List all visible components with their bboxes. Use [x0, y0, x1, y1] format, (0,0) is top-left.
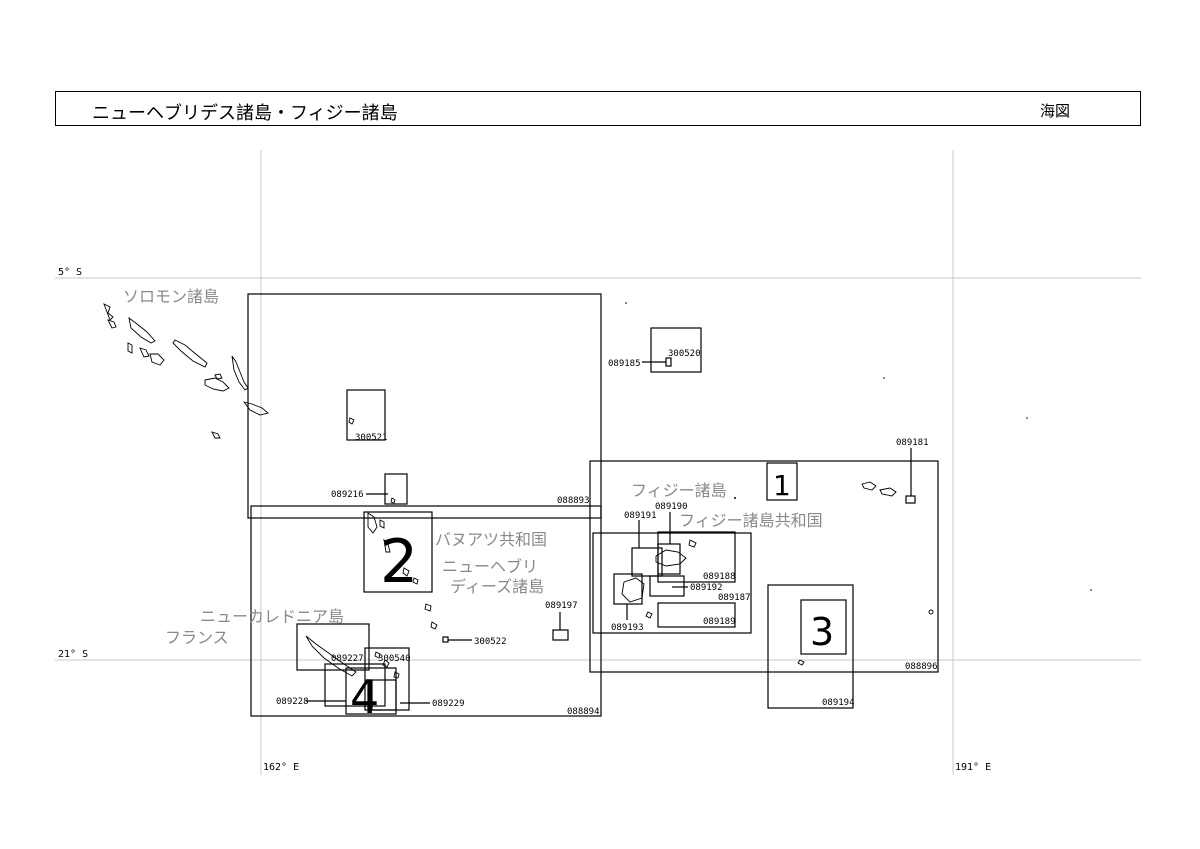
code-300540: 300540: [378, 654, 411, 664]
small-islets: [625, 302, 1092, 591]
code-089189: 089189: [703, 617, 736, 627]
code-089191: 089191: [624, 511, 657, 521]
chart-box-089191[interactable]: [631, 547, 663, 577]
code-089188: 089188: [703, 572, 736, 582]
code-088894: 088894: [567, 707, 600, 717]
label-france: フランス: [165, 628, 229, 647]
chart-box-089216[interactable]: [384, 473, 408, 505]
code-089194: 089194: [822, 698, 855, 708]
area-number-3: 3: [810, 610, 834, 654]
chart-box-088893[interactable]: [247, 293, 602, 519]
area-box-3[interactable]: [800, 599, 847, 655]
lon-label-west: 162° E: [263, 762, 299, 773]
lon-label-east: 191° E: [955, 762, 991, 773]
title-bar: ニューヘブリデス諸島・フィジー諸島 海図: [55, 91, 1141, 126]
code-089193: 089193: [611, 623, 644, 633]
code-300521: 300521: [355, 433, 388, 443]
code-089190: 089190: [655, 502, 688, 512]
code-088893: 088893: [557, 496, 590, 506]
solomon-islands-coastline: [103, 303, 269, 439]
chart-box-089181[interactable]: [905, 495, 916, 504]
vanuatu-coastline: [348, 417, 438, 630]
label-new-hebrides-2: ディーズ諸島: [450, 577, 544, 596]
chart-box-089185[interactable]: [665, 357, 672, 367]
chart-box-089190[interactable]: [657, 543, 681, 575]
code-088896: 088896: [905, 662, 938, 672]
chart-box-088894[interactable]: [250, 505, 602, 717]
chart-box-area4-inner[interactable]: [371, 679, 397, 711]
label-fiji-republic: フィジー諸島共和国: [679, 511, 823, 530]
code-300522: 300522: [474, 637, 507, 647]
area-number-1: 1: [773, 469, 791, 502]
area-number-4: 4: [350, 670, 379, 724]
lat-label-south: 21° S: [58, 649, 88, 660]
code-089227: 089227: [331, 654, 364, 664]
chart-box-300522[interactable]: [442, 636, 449, 643]
chart-box-300521[interactable]: [346, 389, 386, 441]
code-089192: 089192: [690, 583, 723, 593]
map-title: ニューヘブリデス諸島・フィジー諸島: [92, 103, 398, 124]
chart-box-089187[interactable]: [592, 532, 752, 634]
chart-box-089194[interactable]: [767, 584, 854, 709]
chart-box-089189[interactable]: [657, 602, 736, 628]
label-new-caledonia: ニューカレドニア島: [200, 607, 344, 626]
code-089229: 089229: [432, 699, 465, 709]
chart-box-089227[interactable]: [296, 623, 370, 671]
code-089185: 089185: [608, 359, 641, 369]
label-new-hebrides-1: ニューヘブリ: [442, 557, 538, 576]
label-fiji-islands: フィジー諸島: [631, 481, 727, 500]
chart-box-area2[interactable]: [363, 511, 433, 593]
chart-box-088896[interactable]: [589, 460, 939, 673]
code-089197: 089197: [545, 601, 578, 611]
chart-box-089197[interactable]: [552, 629, 569, 641]
area-box-1[interactable]: [766, 462, 798, 501]
label-solomon-islands: ソロモン諸島: [123, 287, 219, 306]
area-number-2: 2: [380, 527, 418, 597]
code-089187: 089187: [718, 593, 751, 603]
chart-box-089193[interactable]: [613, 573, 643, 605]
code-089181: 089181: [896, 438, 929, 448]
map-kind: 海図: [1039, 102, 1070, 120]
code-089216: 089216: [331, 490, 364, 500]
label-vanuatu: バヌアツ共和国: [435, 530, 547, 549]
new-caledonia-coastline: [305, 635, 400, 679]
code-300520: 300520: [668, 349, 701, 359]
chart-box-300520[interactable]: [650, 327, 702, 373]
code-089228: 089228: [276, 697, 309, 707]
chart-box-089228[interactable]: [324, 663, 386, 707]
chart-box-089192[interactable]: [649, 575, 685, 597]
lat-label-north: 5° S: [58, 267, 82, 278]
